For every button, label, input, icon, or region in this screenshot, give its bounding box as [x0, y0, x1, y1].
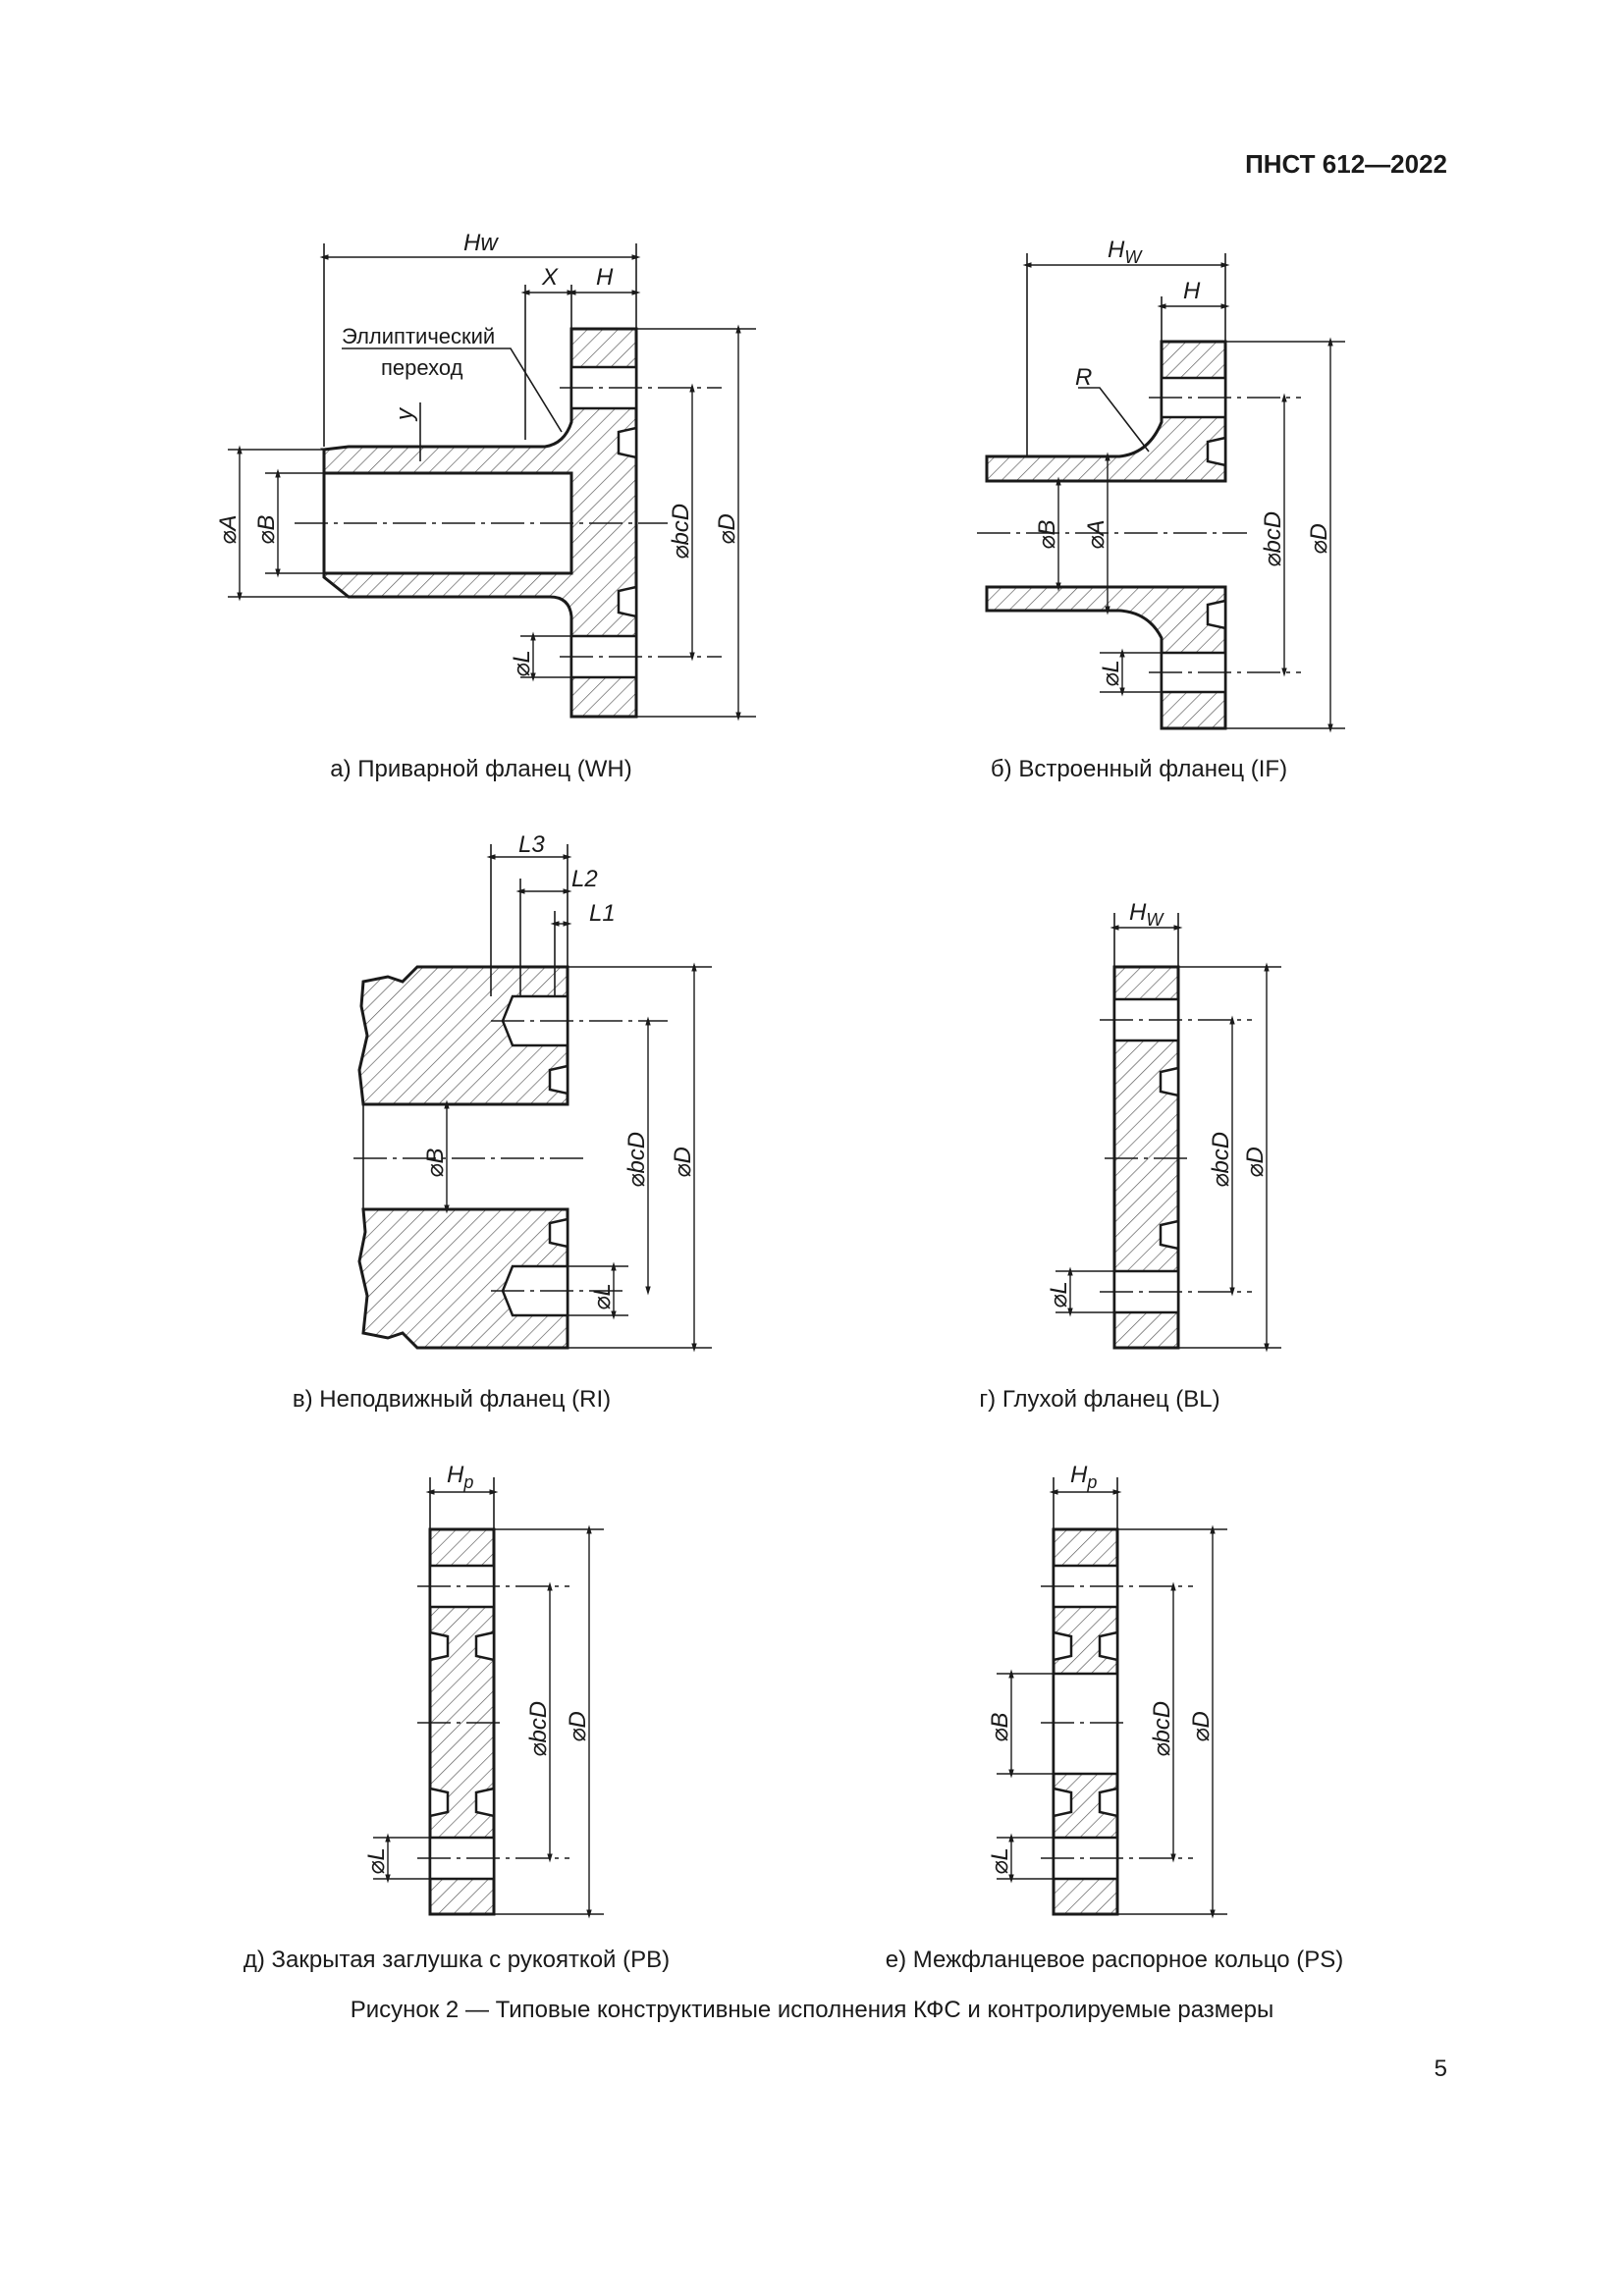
flange-f-bore	[1052, 1672, 1119, 1776]
label-l3-c: L3	[518, 831, 545, 858]
document-id: ПНСТ 612—2022	[1245, 149, 1447, 179]
caption-figure-f: е) Межфланцевое распорное кольцо (PS)	[885, 1947, 1344, 1973]
label-note2-a: переход	[381, 355, 463, 380]
label-a-b: ⌀A	[1083, 520, 1110, 550]
label-hp-f: Hp	[1070, 1462, 1097, 1492]
label-b-a: ⌀B	[253, 515, 280, 545]
label-bcd-c: ⌀bcD	[623, 1132, 650, 1188]
label-hp-e: Hp	[447, 1462, 473, 1492]
label-bcd-f: ⌀bcD	[1149, 1701, 1175, 1757]
label-l-f: ⌀L	[987, 1847, 1013, 1875]
label-y-a: y	[392, 406, 418, 422]
label-d-e: ⌀D	[565, 1711, 591, 1742]
label-hw-d: HW	[1129, 899, 1164, 930]
label-l-a: ⌀L	[509, 650, 535, 677]
label-h-a: H	[596, 264, 614, 291]
label-l2-c: L2	[571, 866, 598, 892]
label-bcd-a: ⌀bcD	[668, 504, 694, 560]
figure-c-fixed-flange: L3 L2 L1 ⌀B ⌀bcD ⌀D ⌀L	[353, 831, 712, 1353]
label-l-e: ⌀L	[363, 1847, 390, 1875]
label-l1-c: L1	[589, 900, 616, 927]
caption-figure-c: в) Неподвижный фланец (RI)	[292, 1386, 612, 1413]
caption-figure-e: д) Закрытая заглушка с рукояткой (PB)	[243, 1947, 671, 1973]
caption-figure-a: а) Приварной фланец (WH)	[330, 756, 632, 782]
caption-figure-b: б) Встроенный фланец (IF)	[990, 756, 1288, 782]
label-h-b: H	[1183, 278, 1201, 304]
flange-a-groove-top	[617, 426, 638, 459]
figure-f-spacer-ring: Hp ⌀B ⌀bcD ⌀D ⌀L	[987, 1462, 1227, 1919]
label-bcd-d: ⌀bcD	[1208, 1132, 1234, 1188]
figure-d-blind-flange: HW ⌀bcD ⌀D ⌀L	[1046, 899, 1281, 1353]
label-hw-a: Hw	[463, 230, 499, 256]
label-b-f: ⌀B	[987, 1713, 1013, 1742]
flange-c-tapped-hole-bottom	[501, 1264, 569, 1317]
label-hw-b: HW	[1108, 237, 1143, 267]
figure-a-welding-flange: Hw X H Эллиптический переход y ⌀A ⌀B ⌀bc…	[215, 230, 756, 721]
label-l-b: ⌀L	[1098, 660, 1124, 687]
label-d-d: ⌀D	[1242, 1147, 1269, 1178]
page-number: 5	[1434, 2056, 1447, 2082]
flange-a-groove-bottom	[617, 585, 638, 618]
label-bcd-b: ⌀bcD	[1260, 511, 1286, 567]
label-d-b: ⌀D	[1306, 523, 1332, 555]
label-b-b: ⌀B	[1034, 520, 1060, 550]
label-note1-a: Эллиптический	[342, 324, 495, 348]
label-bcd-e: ⌀bcD	[525, 1701, 552, 1757]
label-a-a: ⌀A	[215, 515, 242, 545]
figure-b-integral-flange: HW H R ⌀B ⌀A ⌀bcD ⌀D ⌀L	[977, 237, 1345, 733]
flange-b-groove-top	[1206, 436, 1227, 467]
figure-caption: Рисунок 2 — Типовые конструктивные испол…	[350, 1997, 1274, 2023]
label-x-a: X	[541, 264, 559, 291]
flange-b-groove-bottom	[1206, 599, 1227, 630]
flange-c-tapped-hole-top	[501, 994, 569, 1047]
figure-e-paddle-blank: Hp ⌀bcD ⌀D ⌀L	[363, 1462, 604, 1919]
label-d-f: ⌀D	[1188, 1711, 1215, 1742]
caption-figure-d: г) Глухой фланец (BL)	[979, 1386, 1220, 1413]
label-d-a: ⌀D	[714, 513, 740, 545]
label-l-c: ⌀L	[589, 1283, 616, 1310]
label-b-c: ⌀B	[422, 1148, 449, 1178]
label-r-b: R	[1075, 364, 1092, 391]
label-l-d: ⌀L	[1046, 1281, 1072, 1308]
label-d-c: ⌀D	[670, 1147, 696, 1178]
